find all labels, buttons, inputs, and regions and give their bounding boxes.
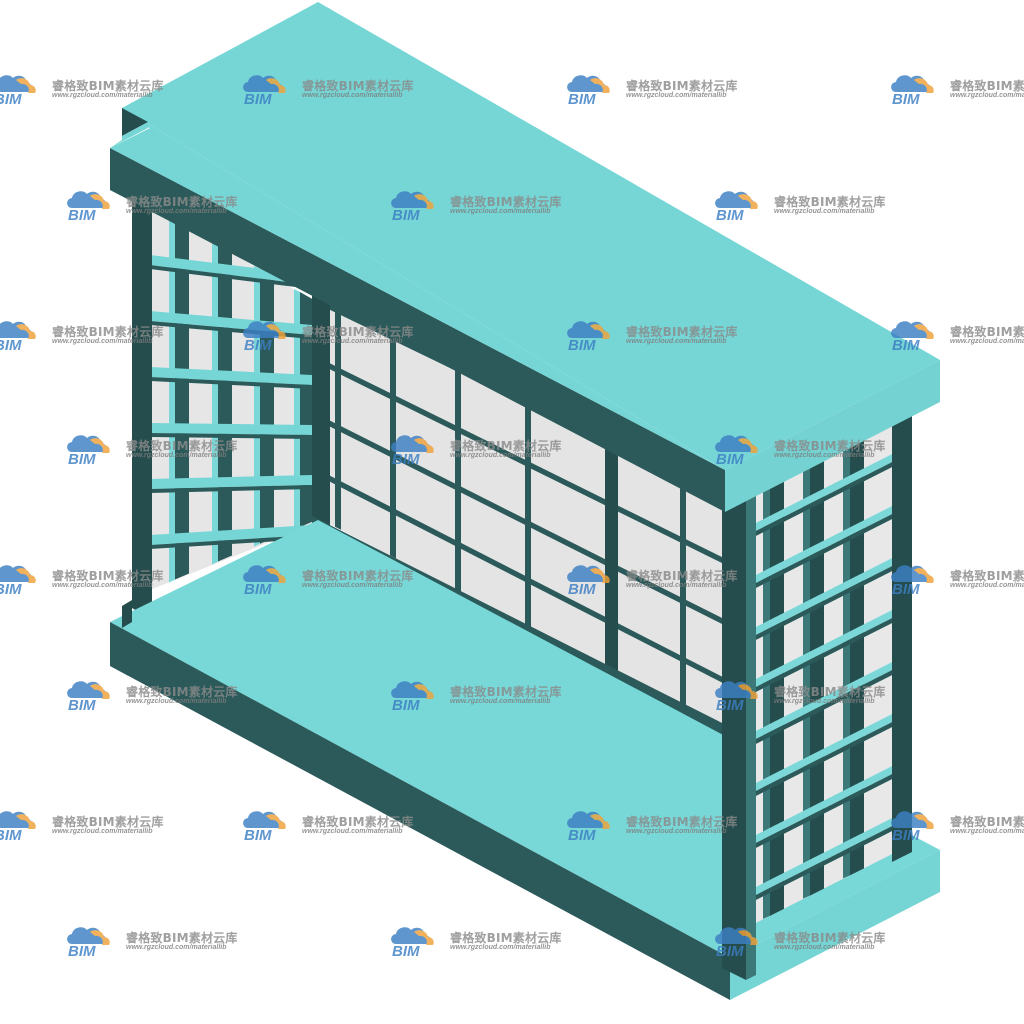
right-lattice-shelves [742,450,900,907]
floor-slab-front [110,622,730,1000]
left-shelf [150,423,312,435]
center-window-sill [312,516,740,744]
roof-slab-notch [122,108,148,136]
right-mullion-face [843,445,850,879]
window-transom [322,416,735,631]
window-mullion [455,364,461,593]
window-slider-divider [605,440,618,680]
roof-slab-top [122,2,940,470]
roof-slab-front [110,148,725,512]
left-shelf-edge [150,535,312,549]
right-shelf [742,606,900,694]
window-mullion [335,306,341,530]
right-far-post [892,398,912,862]
center-window-frame-left [312,295,330,530]
left-mullion [300,292,314,527]
roof-slab [110,2,940,512]
window-transom [322,471,735,690]
floor-slab-notch [122,600,132,628]
right-shelf-edge [742,666,900,751]
right-shelf [742,658,900,746]
right-shelf-edge [742,822,900,907]
left-shelf-edge [150,433,312,439]
roof-slab-notch-top [110,122,148,148]
left-lattice-shelves [150,255,312,549]
right-corner-post-face [746,477,756,980]
right-lattice-panel [722,398,912,980]
right-shelf-edge [742,510,900,595]
right-shelf [742,762,900,850]
right-mullion-face [803,465,810,899]
right-shelf [742,814,900,902]
roof-slab-side [725,360,940,512]
right-shelf-edge [742,770,900,855]
left-lattice-panel [132,180,314,620]
left-outer-post [132,180,152,620]
right-mullion [770,478,784,916]
left-mullion-face [294,289,300,530]
right-shelf [742,502,900,590]
center-window [312,295,741,744]
window-mullion [680,473,686,710]
left-shelf [150,255,312,285]
roof-slab-front-top [110,108,725,470]
right-shelf-edge [742,718,900,803]
left-mullion [218,244,232,562]
left-mullion-face [254,265,260,547]
right-shelf [742,554,900,642]
right-shelf [742,710,900,798]
right-shelf-edge [742,562,900,647]
right-corner-post [722,470,746,980]
window-mullion [525,398,531,629]
left-shelf [150,525,312,545]
left-shelf-edge [150,265,312,289]
left-shelf-edge [150,377,312,389]
window-mullion [390,332,396,559]
left-mullion-face [212,241,218,565]
right-mullion-face [763,485,770,919]
right-lattice-mullions [763,438,864,919]
right-shelf-edge [742,614,900,699]
right-shelf [742,450,900,538]
right-mullion [810,458,824,896]
left-shelf [150,367,312,385]
left-shelf-edge [150,485,312,493]
floor-slab-side [730,850,940,1000]
right-mullion [850,438,864,876]
left-mullion [260,268,274,544]
right-shelf-edge [742,458,900,543]
left-shelf [150,475,312,489]
window-transom [322,359,735,570]
